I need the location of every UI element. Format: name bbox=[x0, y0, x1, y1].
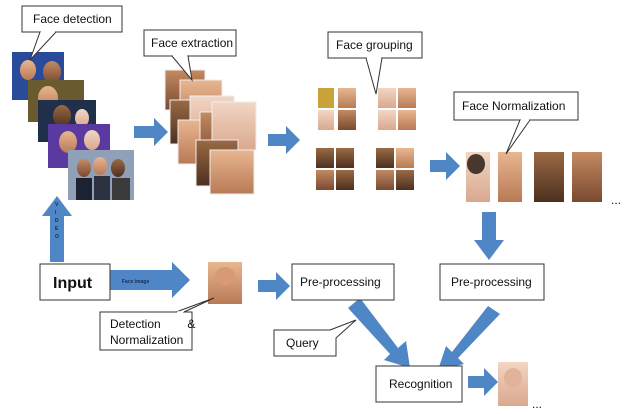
detection-normalization-line1: Detection & bbox=[110, 317, 195, 331]
face-image-arrow-label: Face image bbox=[122, 279, 149, 285]
recognized-face-result: ... bbox=[498, 362, 542, 411]
video-label: V I D E O bbox=[55, 202, 59, 240]
input-box: Input bbox=[39, 263, 111, 301]
video-frames-stack bbox=[12, 52, 134, 200]
video-letter-4: E bbox=[55, 226, 59, 232]
face-grouping-callout: Face grouping bbox=[327, 31, 423, 95]
face-extraction-callout: Face extraction bbox=[143, 29, 237, 82]
query-callout: Query bbox=[273, 319, 357, 357]
face-detection-callout: Face detection bbox=[21, 5, 123, 61]
preprocessing-right-label: Pre-processing bbox=[451, 275, 532, 289]
normalized-faces-ellipsis: ... bbox=[611, 193, 621, 207]
detection-normalization-line2: Normalization bbox=[110, 333, 183, 347]
face-extraction-cards bbox=[164, 69, 257, 195]
recognition-label: Recognition bbox=[389, 377, 452, 391]
preprocessing-left-label: Pre-processing bbox=[300, 275, 381, 289]
query-label: Query bbox=[286, 336, 319, 350]
face-grouping-label: Face grouping bbox=[336, 38, 413, 52]
arrow-frames-to-extraction bbox=[134, 118, 168, 146]
recognition-box: Recognition bbox=[375, 365, 463, 403]
normalized-faces-row: ... bbox=[466, 152, 621, 207]
video-letter-5: O bbox=[55, 234, 59, 240]
video-letter-3: D bbox=[55, 218, 59, 224]
video-letter-1: V bbox=[55, 202, 59, 208]
arrow-video-to-frames bbox=[42, 196, 72, 262]
arrow-grouping-to-normalization bbox=[430, 152, 460, 180]
face-extraction-label: Face extraction bbox=[151, 36, 233, 50]
preprocessing-left-box: Pre-processing bbox=[291, 263, 395, 301]
detection-normalization-callout: Detection & Normalization bbox=[99, 297, 215, 351]
input-label: Input bbox=[53, 275, 93, 292]
flow-arrows bbox=[42, 118, 504, 396]
result-ellipsis: ... bbox=[532, 397, 542, 411]
face-normalization-label: Face Normalization bbox=[462, 99, 565, 113]
preprocessing-right-box: Pre-processing bbox=[439, 263, 545, 301]
arrow-normalization-to-preprocessing bbox=[474, 212, 504, 260]
arrow-extraction-to-grouping bbox=[268, 126, 300, 154]
arrow-preprocessing-left-to-recognition bbox=[348, 298, 410, 368]
video-letter-2: I bbox=[55, 210, 57, 216]
face-normalization-callout: Face Normalization bbox=[453, 91, 579, 155]
arrow-preprocessing-right-to-recognition bbox=[438, 306, 500, 370]
arrow-recognition-to-result bbox=[468, 368, 498, 396]
arrow-input-to-face-image bbox=[110, 262, 190, 298]
face-grouping-clusters bbox=[316, 88, 416, 190]
face-detection-label: Face detection bbox=[33, 12, 112, 26]
arrow-face-image-to-preprocessing bbox=[258, 272, 290, 300]
query-face-image bbox=[208, 262, 242, 304]
